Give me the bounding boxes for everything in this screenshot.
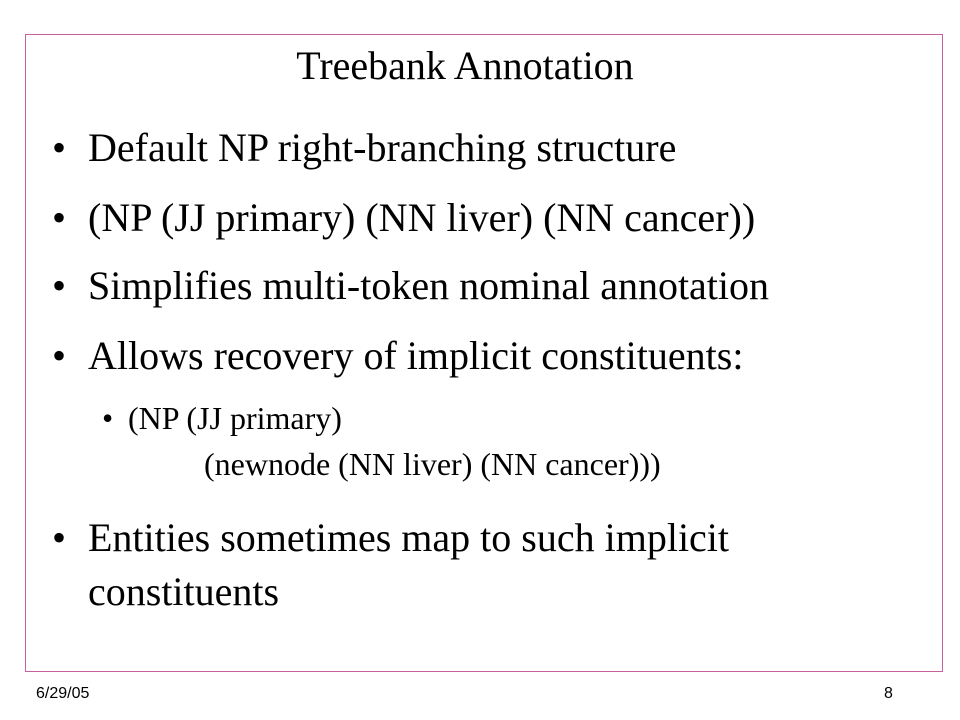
bullet-text: (NP (JJ primary) (NN liver) (NN cancer)) [88, 195, 756, 240]
bullet-text: Default NP right-branching structure [88, 125, 677, 170]
slide-frame [25, 34, 943, 672]
sub-bullet-text-line1: (NP (JJ primary) [128, 400, 342, 436]
bullet-dot-icon: • [52, 333, 67, 378]
bullet-dot-icon: • [52, 515, 67, 560]
bullet-dot-icon: • [52, 195, 67, 240]
bullet-dot-icon: • [52, 125, 67, 170]
sub-bullet-text-line2: (newnode (NN liver) (NN cancer))) [204, 446, 661, 482]
bullet-text: Simplifies multi-token nominal annotatio… [88, 263, 770, 308]
slide-title: Treebank Annotation [296, 43, 634, 88]
bullet-text-line2: constituents [88, 569, 280, 614]
page-number: 8 [884, 685, 893, 702]
footer-date: 6/29/05 [36, 685, 90, 702]
bullet-dot-icon: • [102, 400, 114, 436]
bullet-text-line1: Entities sometimes map to such implicit [88, 515, 730, 560]
bullet-dot-icon: • [52, 263, 67, 308]
bullet-text: Allows recovery of implicit constituents… [88, 333, 744, 378]
